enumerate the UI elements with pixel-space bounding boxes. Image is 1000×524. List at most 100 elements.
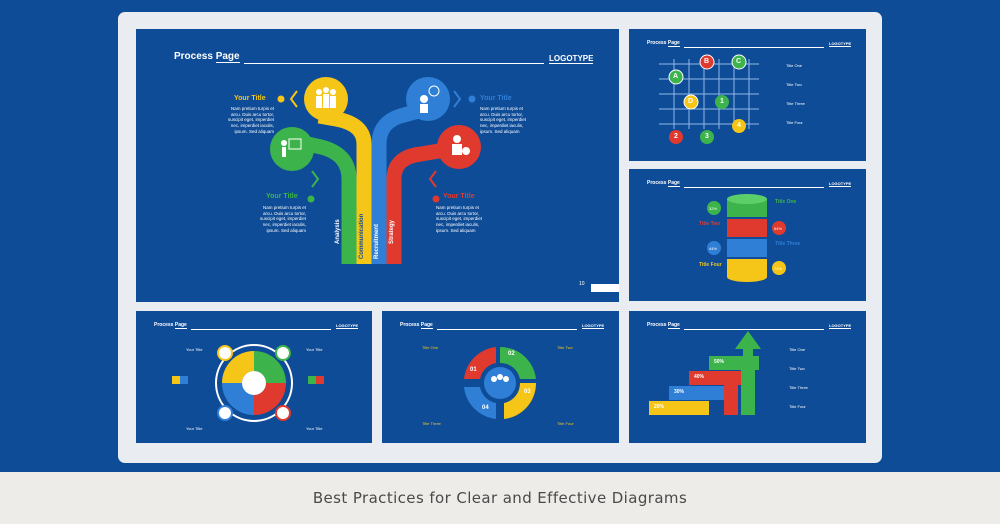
chevron-left-icon bbox=[289, 90, 298, 108]
speech-person-icon bbox=[420, 85, 440, 113]
chevron-left-icon bbox=[428, 170, 437, 188]
ring-title: Your Title bbox=[186, 347, 203, 352]
header-rule bbox=[191, 329, 331, 330]
cycle-number: 03 bbox=[524, 389, 531, 395]
logotype: LOGOTYPE bbox=[549, 54, 594, 64]
item-title: Your Title bbox=[443, 193, 475, 200]
header-rule bbox=[437, 329, 577, 330]
stair-percent: 30% bbox=[674, 389, 685, 395]
stem-label: Recruitment bbox=[374, 223, 380, 259]
slide-header: Process Page bbox=[174, 51, 240, 63]
caption-text: Best Practices for Clear and Effective D… bbox=[312, 489, 688, 507]
cycle-title: Title Two bbox=[557, 345, 573, 350]
cycle-number: 02 bbox=[508, 351, 515, 357]
item-text: Nam pretium turpis et arcu. Duis arcu to… bbox=[436, 205, 483, 233]
ring-title: Your Title bbox=[186, 426, 203, 431]
network-diagram bbox=[659, 54, 759, 144]
item-title: Your Title bbox=[234, 95, 266, 102]
slide-gallery-frame: Process Page LOGOTYPE bbox=[118, 12, 882, 463]
percent-label: 44% bbox=[709, 246, 718, 251]
network-slide: Process Page LOGOTYPE A B C D 1 2 3 4 Ti… bbox=[629, 29, 866, 161]
logotype: LOGOTYPE bbox=[336, 323, 359, 329]
dot-yellow bbox=[277, 95, 285, 103]
logotype: LOGOTYPE bbox=[829, 181, 852, 187]
item-text: Nam pretium turpis et arcu. Duis arcu to… bbox=[259, 205, 306, 233]
percent-label: 32% bbox=[709, 206, 718, 211]
node-label: 2 bbox=[674, 133, 678, 140]
dot-green bbox=[307, 195, 315, 203]
chevron-right-icon bbox=[453, 90, 462, 108]
staircase-slide: Process Page LOGOTYPE 50% 40% 30% 20% Ti… bbox=[629, 311, 866, 443]
dot-red bbox=[432, 195, 440, 203]
team-icon bbox=[316, 87, 336, 108]
title-label: Title Three bbox=[775, 241, 801, 247]
slide-header: Process Page bbox=[647, 180, 680, 187]
item-text: Nam pretium turpis et arcu. Duis arcu to… bbox=[227, 106, 274, 134]
list-title: Title One bbox=[789, 347, 806, 352]
node-label: C bbox=[736, 58, 742, 65]
cycle-title: Title Three bbox=[422, 421, 441, 426]
stem-label: Communication bbox=[359, 213, 365, 259]
main-process-slide: Process Page LOGOTYPE bbox=[136, 29, 619, 302]
node-label: A bbox=[673, 73, 679, 80]
header-rule bbox=[684, 187, 824, 188]
ring-title: Your Title bbox=[306, 347, 323, 352]
presenter-icon bbox=[281, 138, 302, 157]
list-title: Title Three bbox=[789, 385, 808, 390]
header-rule bbox=[244, 63, 544, 64]
stair-percent: 40% bbox=[694, 374, 705, 380]
node-label: 1 bbox=[720, 98, 724, 105]
cycle-number: 01 bbox=[470, 367, 477, 373]
list-title: Title Four bbox=[789, 404, 806, 409]
tree-diagram bbox=[270, 77, 481, 264]
logotype: LOGOTYPE bbox=[829, 41, 852, 47]
list-title: Title One bbox=[786, 63, 803, 68]
cycle-title: Title Four bbox=[557, 421, 574, 426]
item-title: Your Title bbox=[266, 193, 298, 200]
title-label: Title Two bbox=[699, 221, 721, 227]
slide-header: Process Page bbox=[647, 40, 680, 47]
dot-blue bbox=[468, 95, 476, 103]
caption-bar: Best Practices for Clear and Effective D… bbox=[0, 472, 1000, 524]
percent-label: 74% bbox=[774, 266, 783, 271]
puzzle-ring-slide: Process Page LOGOTYPE Your Title Your Ti… bbox=[136, 311, 372, 443]
list-title: Title Four bbox=[786, 120, 803, 125]
logotype: LOGOTYPE bbox=[582, 323, 605, 329]
node-label: 4 bbox=[737, 122, 741, 129]
list-title: Title Two bbox=[786, 82, 802, 87]
cycle-slide: Process Page LOGOTYPE 01 02 03 04 Title … bbox=[382, 311, 619, 443]
staircase-diagram bbox=[649, 331, 761, 415]
node-label: D bbox=[688, 98, 694, 105]
blue-stem bbox=[371, 101, 428, 264]
item-text: Nam pretium turpis et arcu. Duis arcu to… bbox=[480, 106, 527, 134]
logotype: LOGOTYPE bbox=[829, 323, 852, 329]
page-number: 10 bbox=[579, 281, 585, 287]
list-title: Title Three bbox=[786, 101, 805, 106]
stair-percent: 50% bbox=[714, 359, 725, 365]
stem-label: Strategy bbox=[389, 219, 395, 244]
slide-header: Process Page bbox=[647, 322, 680, 329]
node-label: B bbox=[704, 58, 710, 65]
cycle-diagram bbox=[464, 346, 537, 419]
slide-header: Process Page bbox=[400, 322, 433, 329]
chevron-right-icon bbox=[311, 170, 320, 188]
money-person-icon bbox=[452, 135, 470, 155]
percent-label: 64% bbox=[774, 226, 783, 231]
slide-header: Process Page bbox=[154, 322, 187, 329]
item-title: Your Title bbox=[480, 95, 512, 102]
list-title: Title Two bbox=[789, 366, 805, 371]
stem-label: Analysis bbox=[335, 219, 341, 244]
yellow-stem bbox=[317, 108, 372, 264]
node-label: 3 bbox=[705, 133, 709, 140]
header-rule bbox=[684, 329, 824, 330]
green-stem bbox=[284, 131, 357, 264]
stair-percent: 20% bbox=[654, 404, 665, 410]
cycle-title: Title One bbox=[422, 345, 439, 350]
cylinder-slide: Process Page LOGOTYPE 32% 64% 44% 74% Ti… bbox=[629, 169, 866, 301]
cylinder-diagram bbox=[707, 194, 786, 282]
title-label: Title One bbox=[775, 199, 797, 205]
footer-bar bbox=[591, 284, 619, 292]
ring-diagram bbox=[172, 344, 324, 422]
red-stem bbox=[386, 141, 453, 264]
cycle-number: 04 bbox=[482, 405, 489, 411]
